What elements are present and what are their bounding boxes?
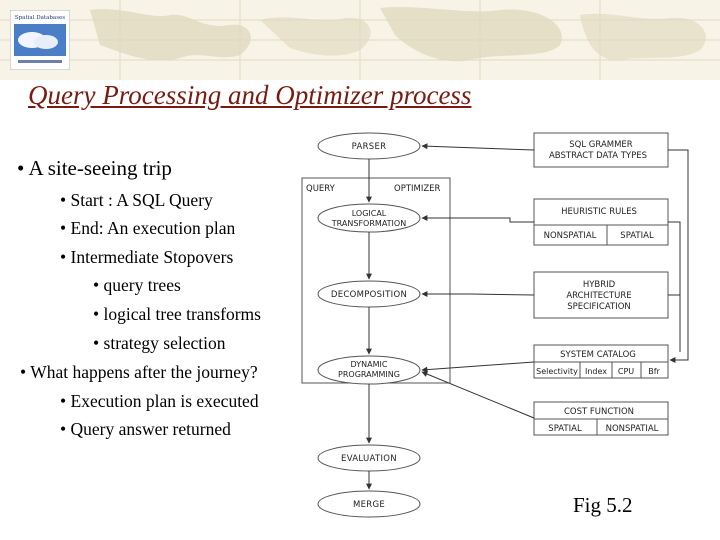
cost-function-box: COST FUNCTION SPATIAL NONSPATIAL <box>533 401 669 436</box>
decomposition-node: DECOMPOSITION <box>317 280 421 308</box>
logical-label: LOGICAL <box>352 209 387 218</box>
bullet-item: • logical tree transforms <box>93 304 261 324</box>
dynamic-label: DYNAMIC <box>351 360 388 369</box>
bfr-label: Bfr <box>648 367 660 376</box>
sql-grammar-box: SQL GRAMMER ABSTRACT DATA TYPES <box>533 132 669 168</box>
bullet-list: • A site-seeing trip • Start : A SQL Que… <box>0 0 310 540</box>
book-cover-title: Spatial Databases <box>15 15 65 21</box>
merge-label: MERGE <box>353 500 385 510</box>
decomposition-label: DECOMPOSITION <box>331 290 407 300</box>
selectivity-label: Selectivity <box>536 367 578 376</box>
spatial-cost-label: SPATIAL <box>548 424 582 434</box>
programming-label: PROGRAMMING <box>338 370 400 379</box>
cost-function-label: COST FUNCTION <box>564 407 634 417</box>
sql-grammar-label: SQL GRAMMER <box>569 140 633 150</box>
bullet-item: • Start : A SQL Query <box>60 190 213 210</box>
nonspatial-label: NONSPATIAL <box>544 231 597 241</box>
dynamic-programming-node: DYNAMIC PROGRAMMING <box>317 355 421 385</box>
query-label: QUERY <box>306 184 336 194</box>
heuristic-rules-box: HEURISTIC RULES NONSPATIAL SPATIAL <box>533 198 669 246</box>
bullet-item: • Execution plan is executed <box>60 391 259 411</box>
logical-transformation-node: LOGICAL TRANSFORMATION <box>317 203 421 233</box>
system-catalog-box: SYSTEM CATALOG Selectivity Index CPU Bfr <box>533 344 669 379</box>
system-catalog-label: SYSTEM CATALOG <box>560 350 636 360</box>
transformation-label: TRANSFORMATION <box>331 219 406 228</box>
query-processing-diagram: QUERY OPTIMIZER PARSER LOGICAL TRANSFORM… <box>301 132 689 518</box>
header-map-banner <box>0 0 720 80</box>
index-label: Index <box>585 367 607 376</box>
hybrid-architecture-box: HYBRID ARCHITECTURE SPECIFICATION <box>533 271 669 319</box>
evaluation-node: EVALUATION <box>317 444 421 472</box>
parser-label: PARSER <box>352 142 387 152</box>
optimizer-label: OPTIMIZER <box>394 184 441 194</box>
bullet-item: • Query answer returned <box>60 419 231 439</box>
merge-node: MERGE <box>317 490 421 518</box>
bullet-item: • Intermediate Stopovers <box>60 247 234 267</box>
parser-node: PARSER <box>317 132 421 160</box>
world-map-graphic <box>0 0 720 80</box>
nonspatial-cost-label: NONSPATIAL <box>606 424 659 434</box>
hybrid-label: HYBRID <box>583 280 616 290</box>
slide-title: Query Processing and Optimizer process <box>28 80 472 110</box>
evaluation-label: EVALUATION <box>341 454 397 464</box>
bullet-item: • A site-seeing trip <box>17 156 172 180</box>
book-cover-graphic: Spatial Databases <box>9 9 71 71</box>
heuristic-rules-label: HEURISTIC RULES <box>561 207 637 217</box>
cpu-label: CPU <box>618 367 634 376</box>
architecture-label: ARCHITECTURE <box>566 291 631 301</box>
book-cover-image: Spatial Databases <box>9 9 71 71</box>
bullet-item: • query trees <box>93 275 181 295</box>
abstract-data-types-label: ABSTRACT DATA TYPES <box>549 151 647 161</box>
bullet-item: • End: An execution plan <box>60 218 236 238</box>
bullet-item: • strategy selection <box>93 333 226 353</box>
spatial-label: SPATIAL <box>620 231 654 241</box>
figure-caption: Fig 5.2 <box>573 493 633 517</box>
bullet-item: • What happens after the journey? <box>20 362 258 382</box>
specification-label: SPECIFICATION <box>567 302 631 312</box>
connector-arrows <box>421 143 689 419</box>
